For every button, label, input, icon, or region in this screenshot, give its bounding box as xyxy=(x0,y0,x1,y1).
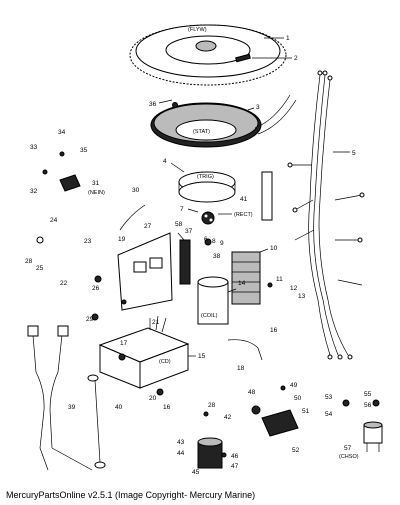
callout-10: 10 xyxy=(270,245,278,252)
tag-coil: (COIL) xyxy=(201,313,218,319)
cd-module: (CD) xyxy=(98,315,196,389)
callout-9: 9 xyxy=(220,240,224,247)
callout-1: 1 xyxy=(286,35,290,42)
callout-29: 29 xyxy=(86,316,94,323)
callout-16a: 16 xyxy=(270,327,278,334)
coil-lead xyxy=(227,339,263,361)
choke-solenoid xyxy=(363,421,383,452)
callout-34: 34 xyxy=(58,129,66,136)
callout-4: 4 xyxy=(163,158,167,165)
callout-51: 51 xyxy=(302,408,310,415)
callout-7: 7 xyxy=(180,206,184,213)
callout-16b: 16 xyxy=(163,404,171,411)
callout-43: 43 xyxy=(177,439,185,446)
callout-20: 20 xyxy=(149,395,157,402)
callout-32: 32 xyxy=(30,188,38,195)
callout-part-tags: (NEIN) (CHSO) xyxy=(88,190,359,460)
callout-50: 50 xyxy=(294,395,302,402)
exploded-parts-diagram: (FLYW) (STAT) (TRIG) xyxy=(25,24,383,476)
callout-54: 54 xyxy=(325,411,333,418)
callout-45: 45 xyxy=(192,469,200,476)
callout-26: 26 xyxy=(92,285,100,292)
callout-47: 47 xyxy=(231,463,239,470)
callout-46: 46 xyxy=(231,453,239,460)
wiring-harness xyxy=(287,70,365,360)
tag-rect: (RECT) xyxy=(234,212,253,218)
terminal-strip xyxy=(177,232,191,285)
callout-14: 14 xyxy=(238,280,246,287)
callout-52: 52 xyxy=(292,447,300,454)
callout-labels: 1 2 3 4 5 6 7 8 9 10 11 12 13 14 15 16 1… xyxy=(25,35,372,476)
battery-cables xyxy=(27,325,106,471)
callout-55: 55 xyxy=(364,391,372,398)
callout-49: 49 xyxy=(290,382,298,389)
tag-chso: (CHSO) xyxy=(339,454,359,460)
callout-58: 58 xyxy=(175,221,183,228)
tag-cd: (CD) xyxy=(159,359,171,365)
callout-11: 11 xyxy=(276,276,283,283)
tag-trig: (TRIG) xyxy=(197,174,214,180)
callout-53: 53 xyxy=(325,394,333,401)
tag-nein: (NEIN) xyxy=(88,190,105,196)
callout-48: 48 xyxy=(248,389,256,396)
relay-block xyxy=(261,409,299,437)
callout-38: 38 xyxy=(213,253,221,260)
callout-42: 42 xyxy=(224,414,232,421)
callout-22: 22 xyxy=(60,280,68,287)
rectifier: (RECT) xyxy=(187,208,253,225)
neutral-relay xyxy=(59,174,81,192)
callout-41: 41 xyxy=(240,196,248,203)
callout-36: 36 xyxy=(149,101,157,108)
callout-23: 23 xyxy=(84,238,92,245)
callout-15: 15 xyxy=(198,353,206,360)
terminal-block xyxy=(231,248,269,305)
tag-flyw: (FLYW) xyxy=(188,27,207,33)
small-fasteners xyxy=(36,102,380,458)
callout-39: 39 xyxy=(68,404,76,411)
callout-18: 18 xyxy=(237,365,245,372)
callout-31: 31 xyxy=(92,180,100,187)
callout-37: 37 xyxy=(185,228,193,235)
mounting-plate xyxy=(117,232,173,311)
ground-wire xyxy=(119,204,146,231)
tag-stat: (STAT) xyxy=(193,129,210,135)
image-caption: MercuryPartsOnline v2.5.1 (Image Copyrig… xyxy=(6,490,256,500)
callout-28b: 28 xyxy=(208,402,216,409)
callout-21: 21 xyxy=(152,319,160,326)
sleeve xyxy=(261,171,273,221)
callout-56: 56 xyxy=(364,402,372,409)
callout-25: 25 xyxy=(36,265,44,272)
callout-3: 3 xyxy=(256,104,260,111)
callout-6: 6 xyxy=(204,236,208,243)
callout-33: 33 xyxy=(30,144,38,151)
callout-24: 24 xyxy=(50,217,58,224)
callout-35: 35 xyxy=(80,147,88,154)
callout-12: 12 xyxy=(290,285,298,292)
callout-19: 19 xyxy=(118,236,126,243)
callout-57: 57 xyxy=(344,445,352,452)
stator: (STAT) xyxy=(150,94,297,148)
starter-solenoid xyxy=(197,437,223,469)
callout-27: 27 xyxy=(144,223,152,230)
flywheel: (FLYW) xyxy=(129,24,292,86)
callout-2: 2 xyxy=(294,55,298,62)
callout-17: 17 xyxy=(120,340,128,347)
trigger: (TRIG) xyxy=(170,162,236,203)
callout-30: 30 xyxy=(132,187,140,194)
callout-13: 13 xyxy=(298,293,306,300)
ignition-coil: (COIL) xyxy=(197,276,237,325)
callout-40: 40 xyxy=(115,404,123,411)
callout-28a: 28 xyxy=(25,258,33,265)
callout-44: 44 xyxy=(177,450,185,457)
callout-8: 8 xyxy=(212,238,216,245)
callout-5: 5 xyxy=(352,150,356,157)
